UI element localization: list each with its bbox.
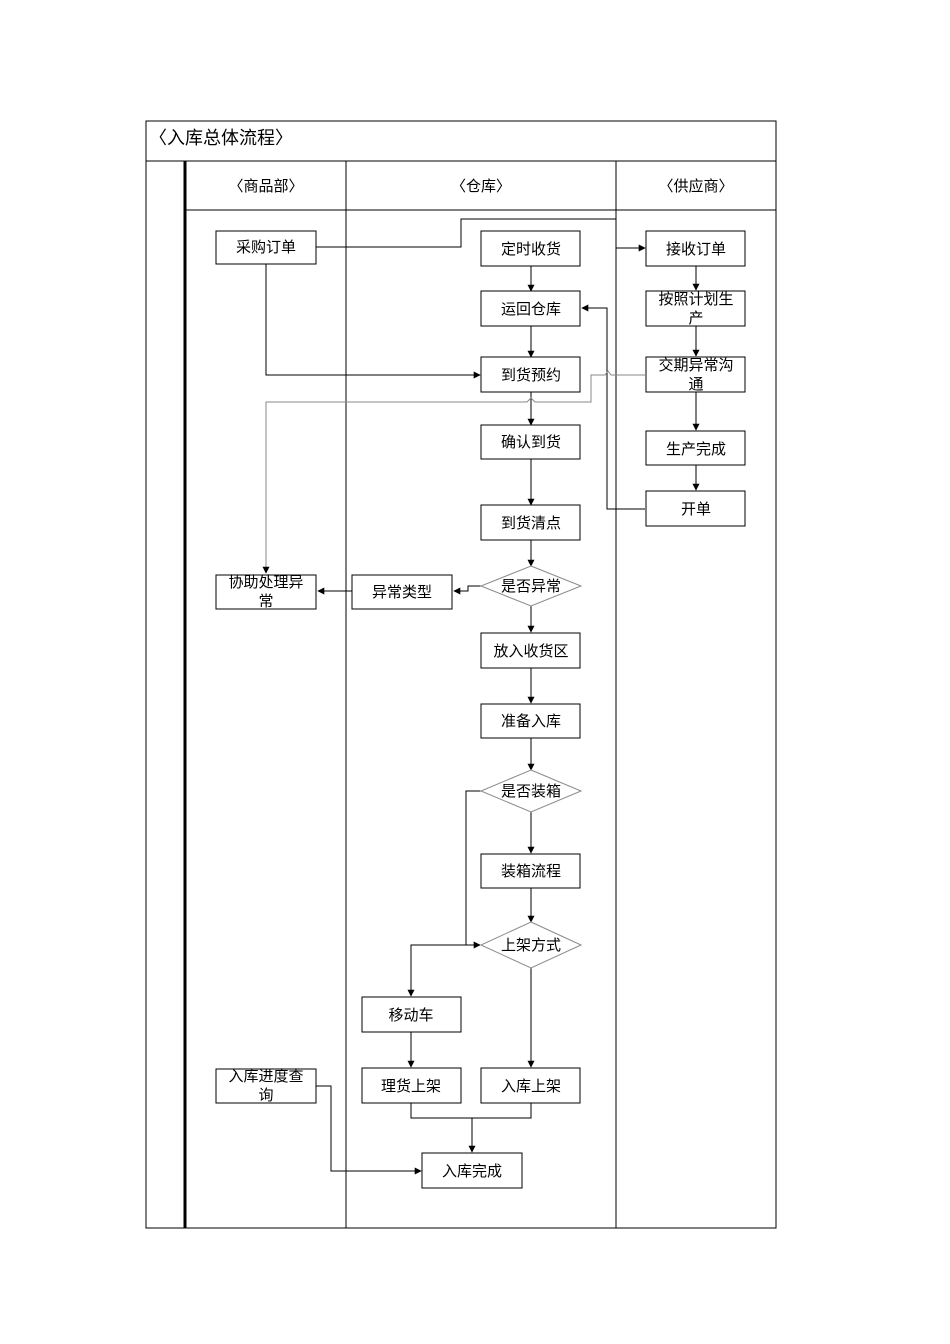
node-query: 入库进度查 询 [215, 1067, 317, 1104]
node-receive-order: 接收订单 [645, 230, 746, 267]
node-label: 采购订单 [236, 238, 296, 256]
node-label: 装箱流程 [501, 862, 561, 880]
connectors [265, 218, 700, 1175]
node-produce-done: 生产完成 [645, 430, 746, 466]
edge-po-to-receive-order [316, 218, 646, 252]
node-label: 异常类型 [372, 583, 432, 601]
node-abnormal-type: 异常类型 [351, 574, 453, 610]
node-label-line2: 常 [258, 592, 273, 610]
node-label: 到货预约 [501, 366, 561, 384]
node-label: 运回仓库 [501, 300, 561, 318]
node-schedule: 定时收货 [480, 230, 581, 267]
node-label: 入库上架 [501, 1077, 561, 1095]
node-label: 生产完成 [666, 440, 726, 458]
node-is-boxing: 是否装箱 [479, 769, 583, 813]
edge-query-to-done [316, 1085, 422, 1175]
lane-header-supplier: 〈供应商〉 [658, 177, 733, 195]
node-is-abnormal: 是否异常 [479, 565, 583, 607]
node-label: 开单 [681, 500, 711, 518]
node-delivery-issue: 交期异常沟 通 [645, 356, 746, 393]
node-produce-plan: 按照计划生 产 [645, 290, 746, 327]
node-assist: 协助处理异 常 [215, 573, 317, 610]
node-label: 是否异常 [501, 577, 561, 595]
node-label-line2: 通 [688, 375, 703, 393]
node-label: 准备入库 [501, 712, 561, 730]
node-done: 入库完成 [421, 1152, 523, 1189]
node-cart: 移动车 [361, 996, 462, 1033]
node-label: 上架方式 [501, 936, 561, 954]
node-label-line1: 协助处理异 [228, 573, 303, 591]
edge-abnormal-to-type [453, 585, 481, 595]
node-appointment: 到货预约 [480, 356, 581, 393]
edge-issue-to-assist [262, 370, 645, 574]
node-label-line1: 入库进度查 [228, 1067, 303, 1085]
node-po: 采购订单 [215, 230, 317, 265]
edge-isboxing-to-shelfmethod [465, 790, 481, 949]
node-label: 定时收货 [501, 240, 561, 258]
node-label-line2: 询 [258, 1086, 273, 1104]
node-stock-shelf: 入库上架 [480, 1067, 581, 1104]
node-label: 移动车 [388, 1006, 433, 1024]
node-label: 入库完成 [442, 1162, 502, 1180]
edge-shelfmethod-to-cart [407, 944, 466, 997]
node-ship-back: 运回仓库 [480, 290, 581, 327]
node-label: 到货清点 [501, 514, 561, 532]
edge-sortshelf-merge [410, 1103, 532, 1119]
node-label: 确认到货 [501, 433, 561, 451]
diagram-title: 〈入库总体流程〉 [149, 128, 293, 149]
lane-header-warehouse: 〈仓库〉 [451, 177, 511, 195]
node-sort-shelf: 理货上架 [361, 1067, 462, 1104]
node-label-line1: 交期异常沟 [658, 356, 733, 374]
edge-invoice-to-shipback [581, 304, 645, 510]
node-receiving-area: 放入收货区 [480, 632, 581, 669]
node-label: 放入收货区 [493, 642, 568, 660]
node-shelf-method: 上架方式 [479, 921, 583, 969]
edge-po-to-appointment [265, 264, 481, 379]
node-label: 理货上架 [381, 1077, 441, 1095]
node-label: 是否装箱 [501, 782, 561, 800]
lane-header-product: 〈商品部〉 [228, 177, 303, 195]
connector-gray [262, 370, 645, 574]
node-confirm: 确认到货 [480, 424, 581, 460]
node-label: 接收订单 [666, 240, 726, 258]
node-label-line2: 产 [688, 309, 703, 327]
node-invoice: 开单 [645, 490, 746, 527]
node-prepare: 准备入库 [480, 703, 581, 739]
node-label-line1: 按照计划生 [658, 290, 733, 308]
node-boxing: 装箱流程 [480, 853, 581, 889]
frame [145, 120, 777, 1229]
node-count: 到货清点 [480, 504, 581, 541]
